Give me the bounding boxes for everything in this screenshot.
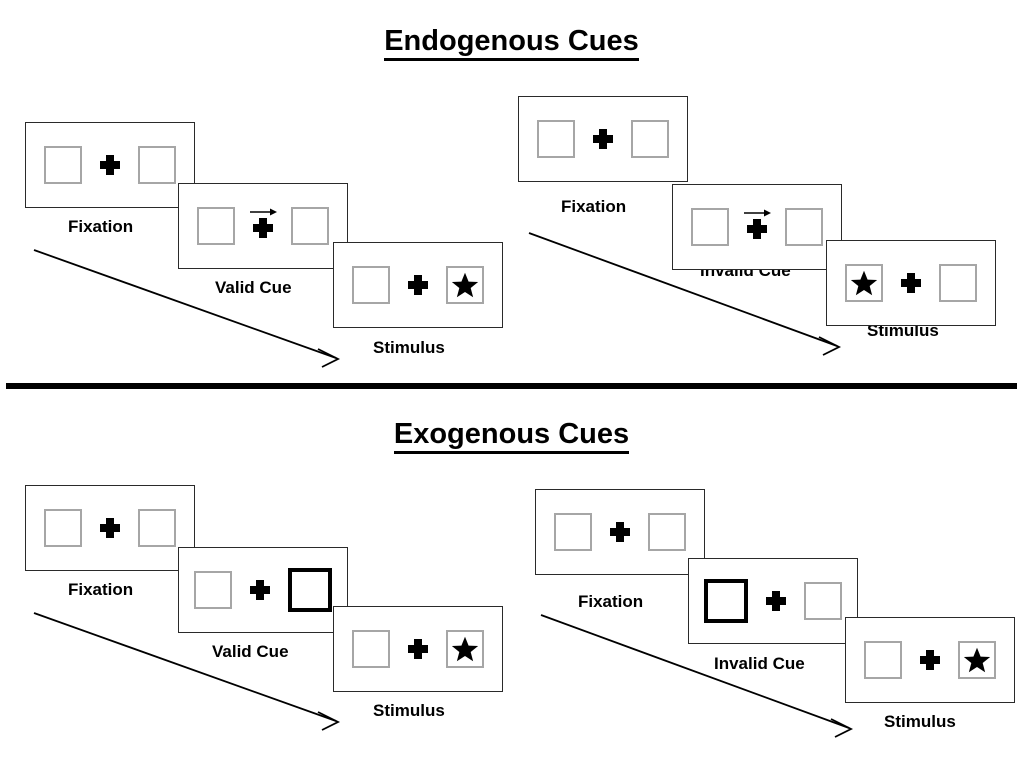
plus-icon [407,274,429,296]
flow-arrow-endogenous-invalid [525,228,855,358]
star-icon [451,636,479,662]
plus-icon [407,638,429,660]
panel-content [864,641,996,679]
star-icon [963,647,991,673]
plus-icon [249,579,271,601]
placeholder-box-left [691,208,729,246]
cue-center [250,208,277,239]
panel-endogenous-invalid-fixation[interactable] [518,96,688,182]
placeholder-box-right-cued [288,568,332,612]
panel-endogenous-invalid-cue[interactable] [672,184,842,270]
placeholder-box-left [194,571,232,609]
placeholder-box-right [138,146,176,184]
caption-endogenous-invalid-fixation: Fixation [561,197,627,216]
panel-content [537,120,669,158]
section-title-exogenous-text: Exogenous Cues [393,418,630,454]
panel-content [352,266,484,304]
placeholder-box-right [138,509,176,547]
panel-endogenous-invalid-stimulus[interactable] [826,240,996,326]
plus-icon [609,521,631,543]
section-divider [6,383,1017,389]
placeholder-box-right-target [446,630,484,668]
placeholder-box-left [352,266,390,304]
placeholder-box-right [648,513,686,551]
placeholder-box-right [631,120,669,158]
placeholder-box-left [864,641,902,679]
plus-icon [99,517,121,539]
placeholder-box-left-cued [704,579,748,623]
star-icon [850,270,878,296]
placeholder-box-right-target [446,266,484,304]
caption-exogenous-valid-stimulus: Stimulus [373,701,445,720]
panel-content [554,513,686,551]
caption-exogenous-valid-cue: Valid Cue [212,642,289,661]
flow-arrow-exogenous-valid [30,608,350,733]
placeholder-box-right-target [958,641,996,679]
placeholder-box-left [554,513,592,551]
placeholder-box-left [44,509,82,547]
section-title-endogenous-text: Endogenous Cues [384,25,639,61]
flow-arrow-exogenous-invalid [537,610,867,740]
panel-endogenous-valid-fixation[interactable] [25,122,195,208]
panel-content [44,146,176,184]
panel-content [194,568,332,612]
placeholder-box-left [537,120,575,158]
panel-exogenous-valid-fixation[interactable] [25,485,195,571]
caption-exogenous-invalid-fixation: Fixation [578,592,644,611]
placeholder-box-left [352,630,390,668]
placeholder-box-left-target [845,264,883,302]
panel-endogenous-valid-cue[interactable] [178,183,348,269]
flow-arrow-endogenous-valid [30,245,350,370]
plus-icon [746,218,768,240]
plus-icon [592,128,614,150]
caption-exogenous-invalid-stimulus: Stimulus [884,712,956,731]
panel-content [691,208,823,246]
placeholder-box-right [939,264,977,302]
plus-icon [919,649,941,671]
placeholder-box-left [197,207,235,245]
panel-exogenous-invalid-cue[interactable] [688,558,858,644]
plus-icon [900,272,922,294]
panel-exogenous-invalid-stimulus[interactable] [845,617,1015,703]
panel-content [352,630,484,668]
plus-icon [765,590,787,612]
panel-endogenous-valid-stimulus[interactable] [333,242,503,328]
cue-center [744,209,771,240]
caption-endogenous-valid-cue: Valid Cue [215,278,292,297]
caption-endogenous-valid-fixation: Fixation [68,217,134,236]
panel-exogenous-valid-cue[interactable] [178,547,348,633]
panel-content [197,207,329,245]
panel-content [845,264,977,302]
panel-exogenous-valid-stimulus[interactable] [333,606,503,692]
right-arrow-icon [250,204,277,216]
placeholder-box-right [804,582,842,620]
placeholder-box-right [291,207,329,245]
panel-content [704,579,842,623]
caption-exogenous-valid-fixation: Fixation [68,580,134,599]
section-title-exogenous: Exogenous Cues [0,418,1023,454]
placeholder-box-left [44,146,82,184]
panel-exogenous-invalid-fixation[interactable] [535,489,705,575]
plus-icon [99,154,121,176]
plus-icon [252,217,274,239]
caption-endogenous-valid-stimulus: Stimulus [373,338,445,357]
panel-content [44,509,176,547]
section-title-endogenous: Endogenous Cues [0,25,1023,61]
star-icon [451,272,479,298]
right-arrow-icon [744,205,771,217]
placeholder-box-right [785,208,823,246]
caption-exogenous-invalid-cue: Invalid Cue [714,654,805,673]
